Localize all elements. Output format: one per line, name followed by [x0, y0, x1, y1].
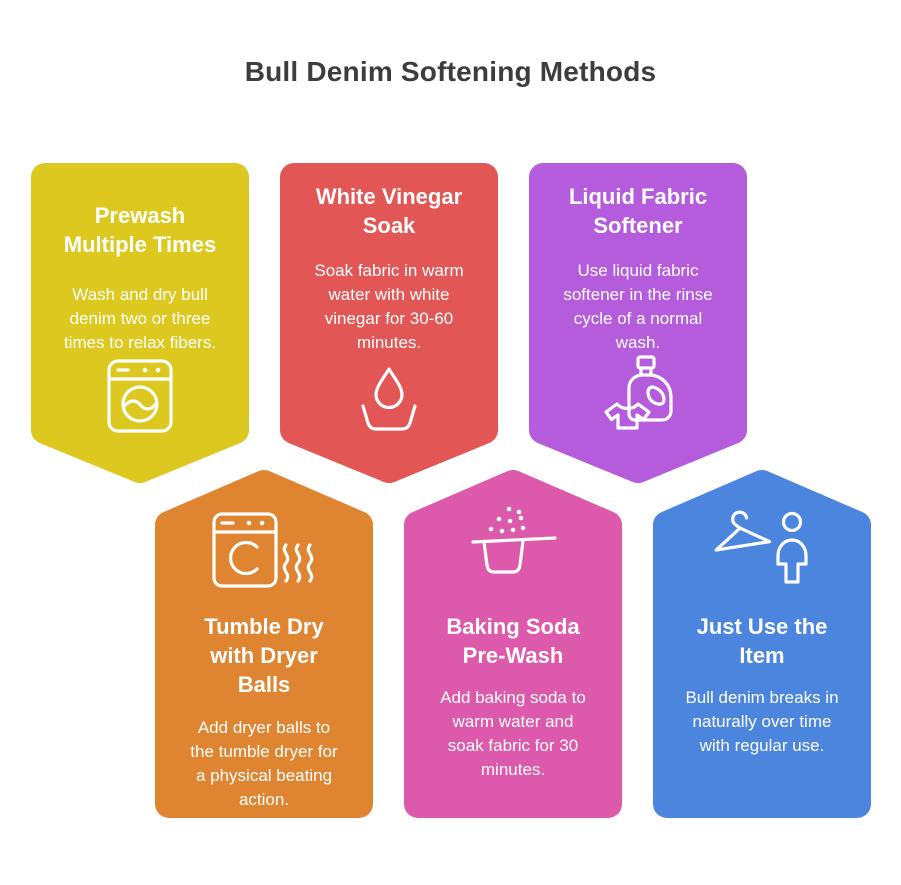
card-shape-pennant-down — [529, 163, 747, 483]
card-shape-pennant-up — [404, 470, 622, 818]
baking-soda-cup-icon — [463, 504, 563, 584]
card-shape-pennant-up — [653, 470, 871, 818]
card-shape-pennant-down — [280, 163, 498, 483]
washing-machine-icon — [101, 357, 179, 435]
water-drop-basin-icon — [347, 361, 431, 441]
card-shape-pennant-down — [31, 163, 249, 483]
card-shape-pennant-up — [155, 470, 373, 818]
detergent-bottle-icon — [596, 353, 680, 437]
hanger-person-icon — [708, 508, 816, 588]
tumble-dryer-icon — [212, 512, 316, 588]
page-title: Bull Denim Softening Methods — [244, 56, 657, 87]
